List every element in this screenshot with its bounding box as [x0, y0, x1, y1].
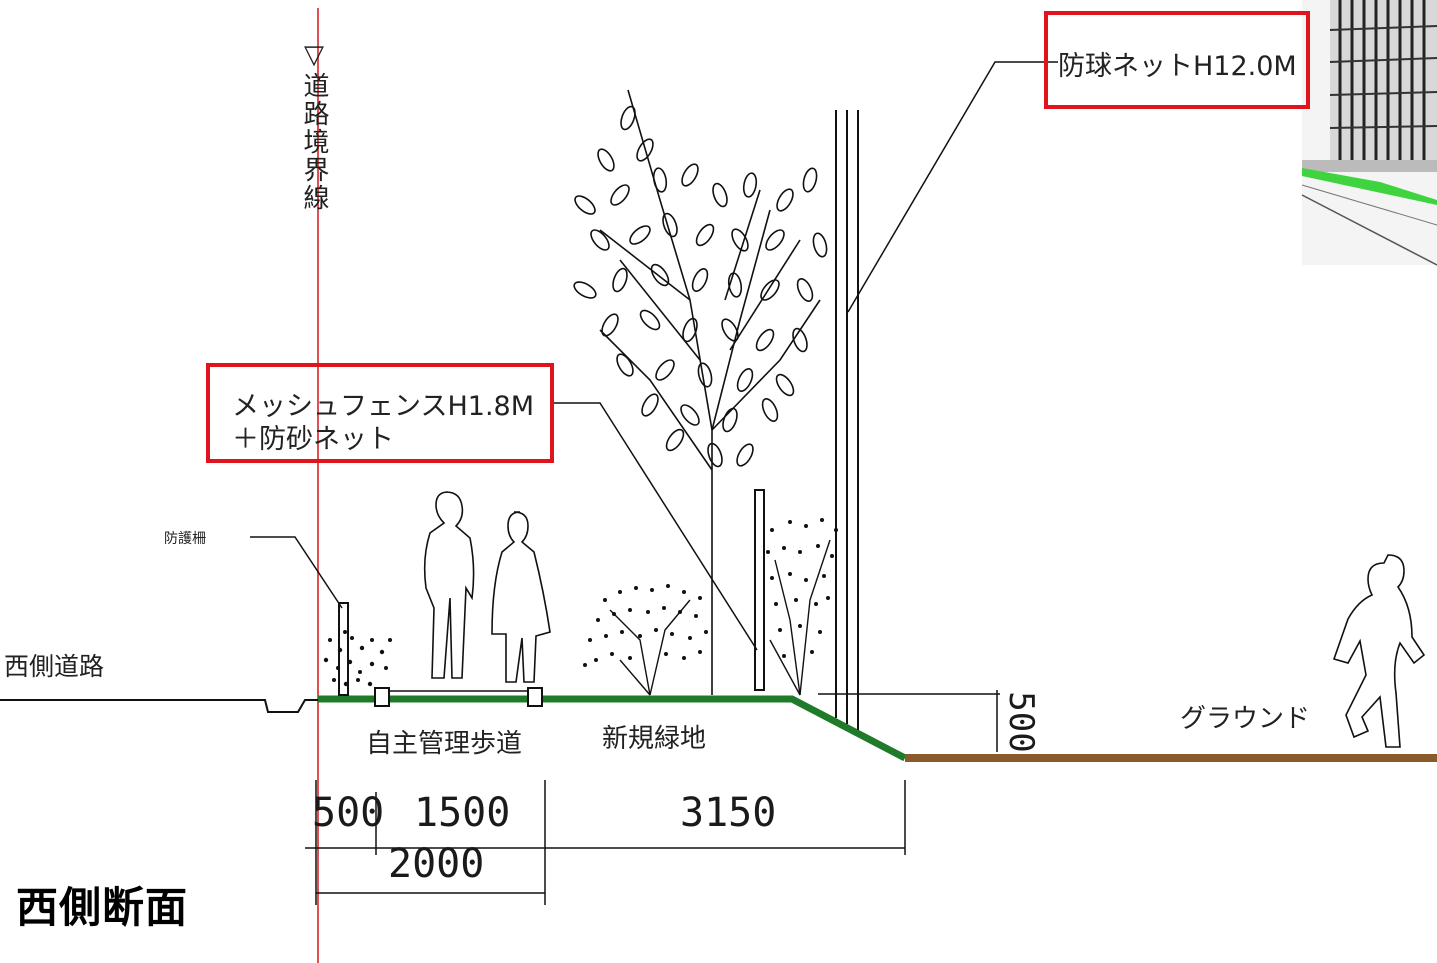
shrub-guard	[323, 630, 392, 687]
shrub-green-1	[583, 584, 708, 696]
west-road-label: 西側道路	[4, 652, 104, 681]
ground-label: グラウンド	[1180, 704, 1310, 734]
sand-net-label: ＋防砂ネット	[232, 424, 394, 455]
leader-lines	[250, 61, 1058, 651]
ball-net-poles	[835, 110, 859, 730]
pedestrian-silhouette	[491, 511, 551, 683]
building-image	[1301, 0, 1437, 266]
sidewalk-curb	[374, 687, 390, 707]
section-title: 西側断面	[16, 883, 189, 932]
dim-2000: 2000	[388, 841, 484, 887]
dimension-lines	[305, 780, 906, 905]
ground-profile	[0, 699, 318, 713]
sidewalk-curb	[527, 687, 543, 707]
ground-field	[905, 754, 1437, 762]
height-dimension	[818, 690, 1000, 752]
dim-1500: 1500	[414, 790, 510, 836]
runner-silhouette	[1332, 554, 1426, 748]
dim-500: 500	[312, 790, 384, 836]
tall-tree	[573, 89, 828, 695]
road-boundary-label: ▽道路境界線	[299, 40, 329, 212]
dim-3150: 3150	[680, 790, 776, 836]
dim-500-height: 500	[1001, 691, 1041, 752]
mesh-fence-callout	[206, 363, 554, 463]
sidewalk-label: 自主管理歩道	[366, 729, 522, 759]
pedestrian-silhouette	[423, 491, 475, 679]
new-green-label: 新規緑地	[602, 724, 706, 754]
ball-net-label: 防球ネットH12.0M	[1058, 51, 1297, 82]
guard-fence-label: 防護柵	[164, 531, 206, 547]
planting-strip	[318, 695, 907, 762]
shrub-green-2	[766, 518, 838, 696]
mesh-fence-post	[754, 489, 765, 691]
ball-net-callout	[1044, 11, 1310, 109]
mesh-fence-label: メッシュフェンスH1.8M	[232, 391, 534, 422]
